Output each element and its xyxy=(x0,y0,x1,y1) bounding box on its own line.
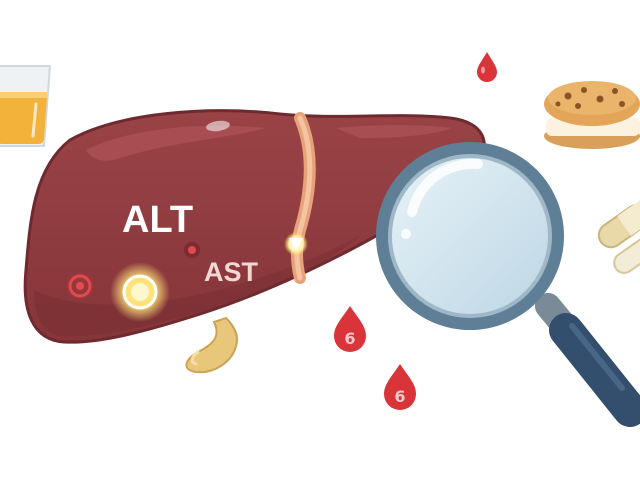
blood-drop-number: 6 xyxy=(344,329,355,348)
small-cell-dot-icon xyxy=(184,242,200,258)
juice-glass-icon xyxy=(0,65,52,147)
red-cell-marker-icon xyxy=(66,272,94,300)
glowing-enzyme-spot-icon xyxy=(110,262,170,322)
blood-drop-small-icon xyxy=(477,52,497,82)
blood-drop-icon: 6 xyxy=(384,364,416,410)
capsule-pills-icon xyxy=(597,200,640,274)
blood-drop-number: 6 xyxy=(394,387,405,406)
ast-label: AST xyxy=(204,257,259,287)
magnifying-glass-icon xyxy=(376,142,640,427)
sandwich-cookie-icon xyxy=(544,81,640,149)
gallbladder-drip-icon xyxy=(185,316,238,374)
alt-label: ALT xyxy=(122,199,193,241)
blood-drop-icon: 6 xyxy=(334,306,366,352)
